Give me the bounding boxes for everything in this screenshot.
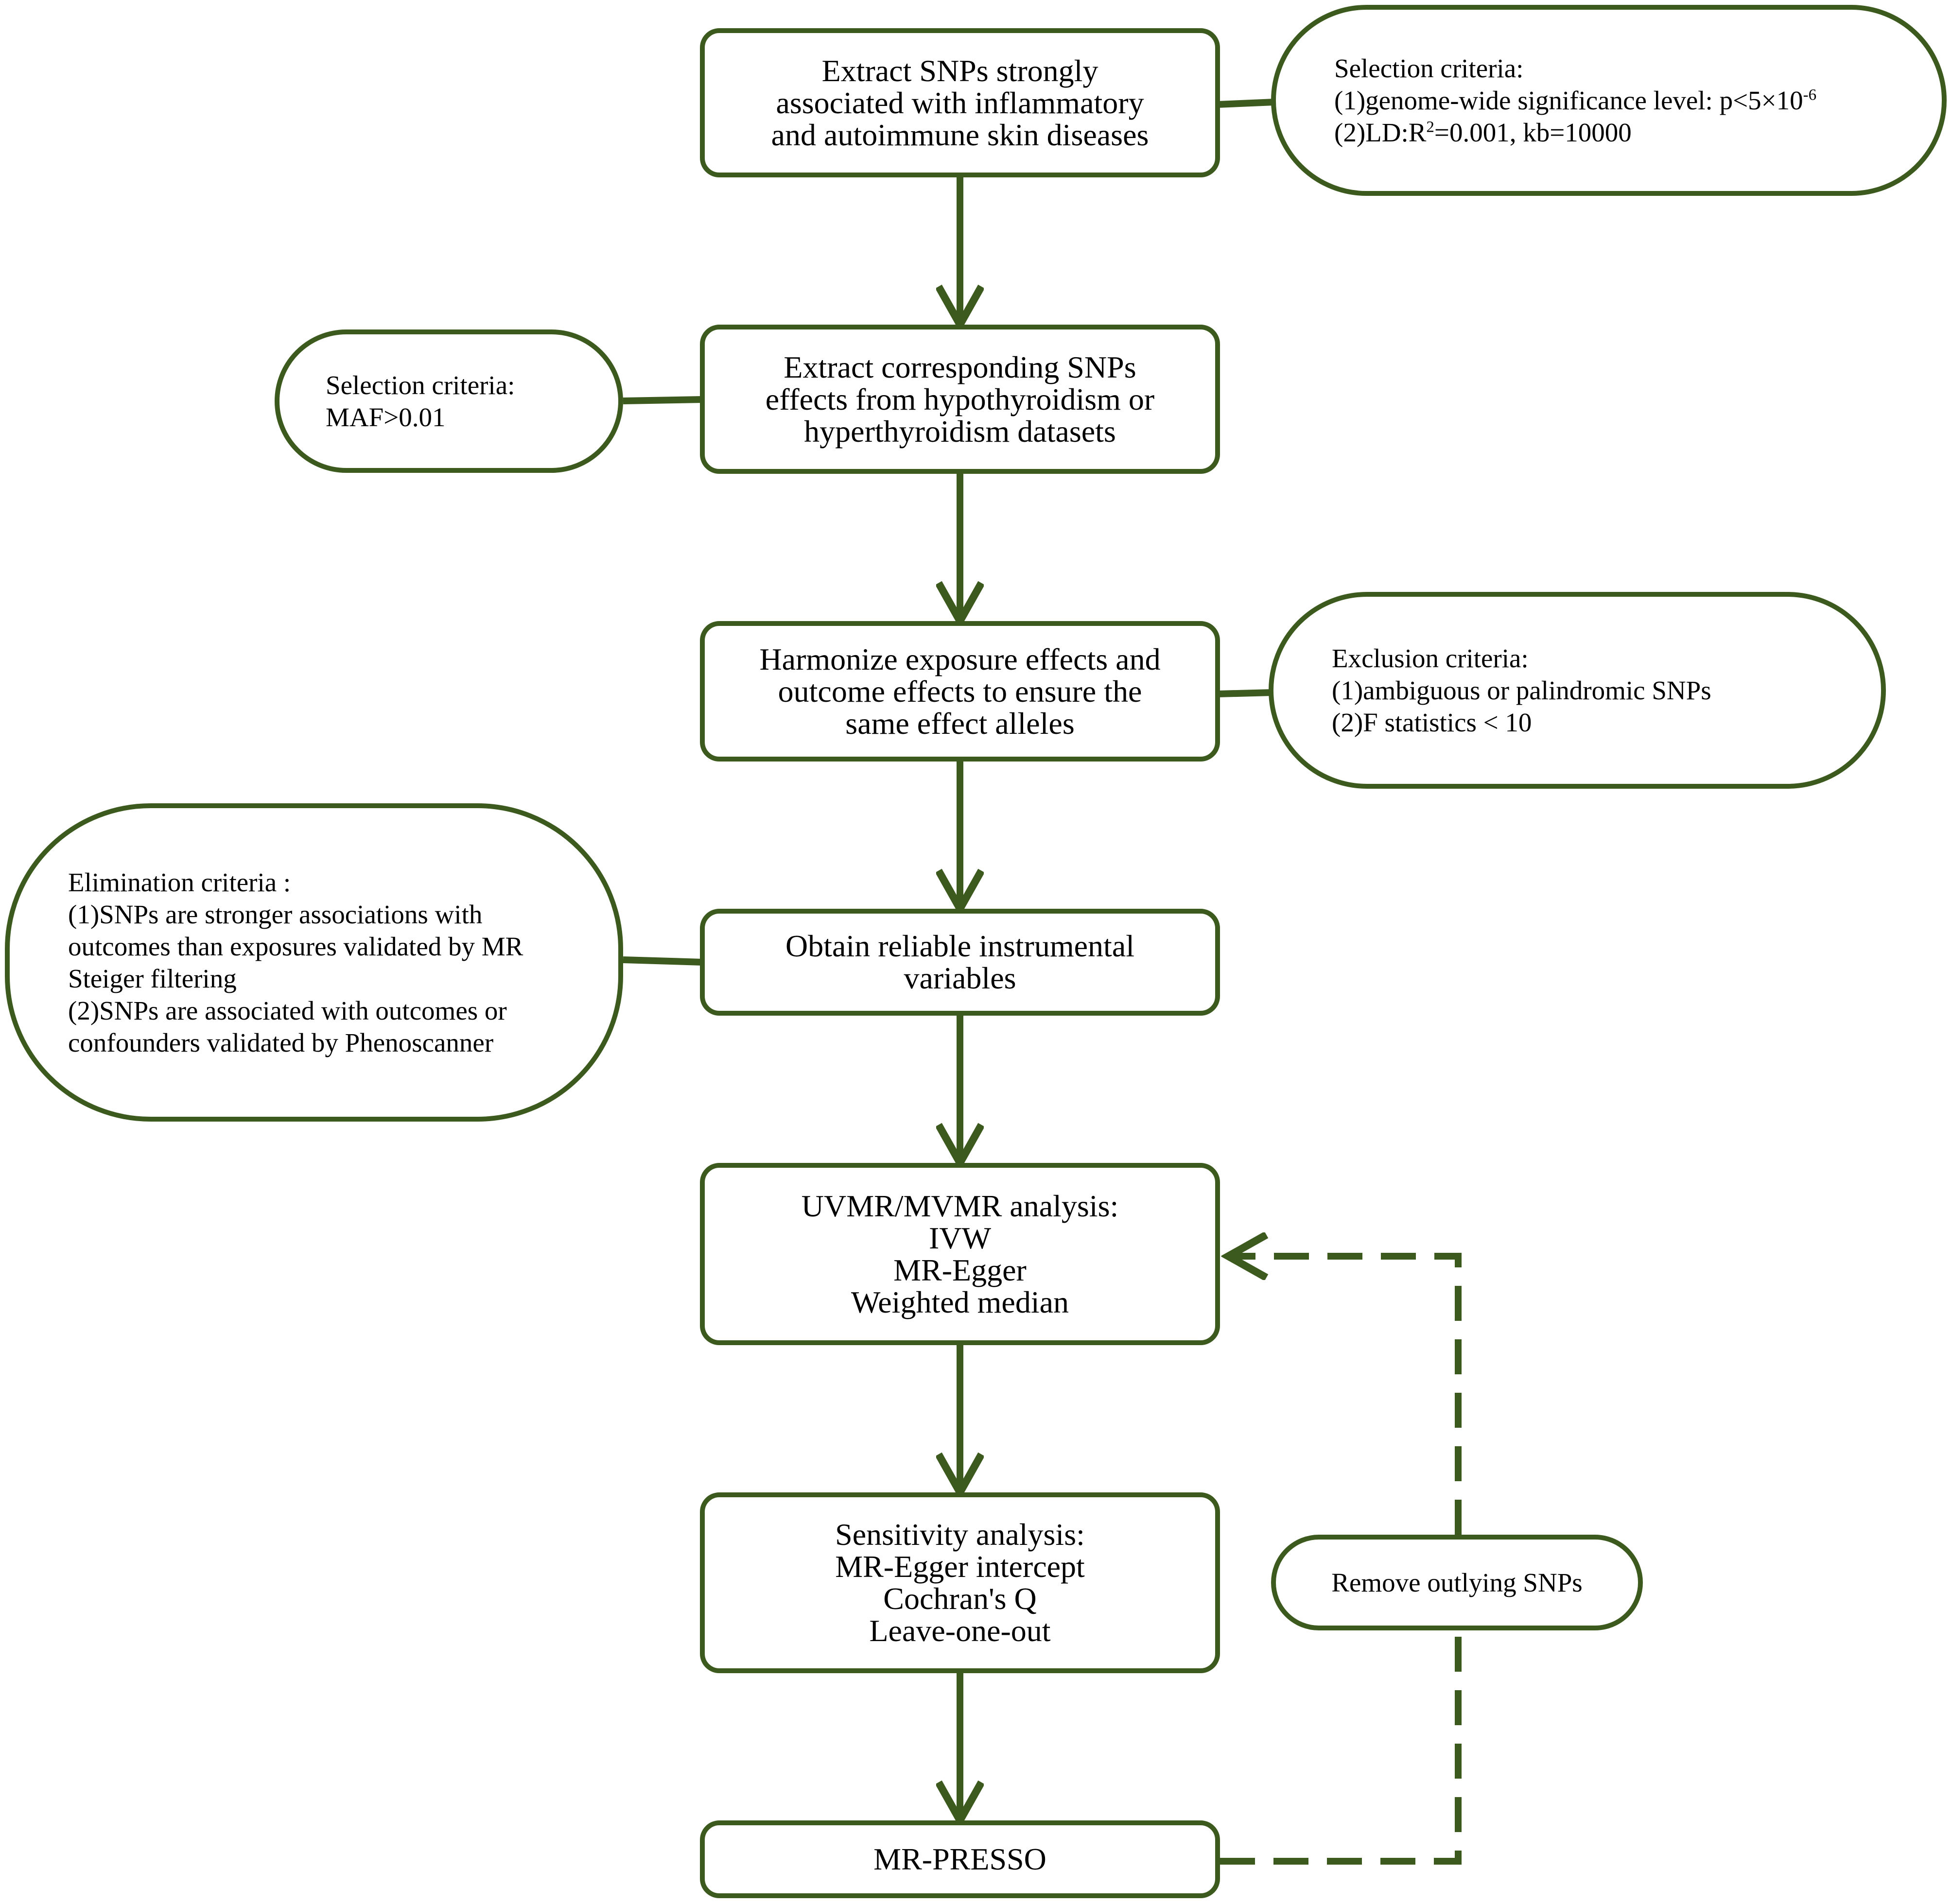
remove-outlying-snps-label: Remove outlying SNPs bbox=[1331, 1567, 1583, 1597]
step-obtain-instruments: Obtain reliable instrumental variables bbox=[700, 909, 1220, 1016]
step-uvmr-line-4: Weighted median bbox=[851, 1284, 1069, 1319]
criteria-exclusion: Exclusion criteria: (1)ambiguous or pali… bbox=[1269, 592, 1886, 789]
step-extract-snps: Extract SNPs strongly associated with in… bbox=[700, 28, 1220, 177]
criteria-elimination-line-2: outcomes than exposures validated by MR bbox=[68, 931, 523, 961]
step-uvmr-mvmr-analysis: UVMR/MVMR analysis: IVW MR-Egger Weighte… bbox=[700, 1163, 1220, 1345]
step-sensitivity-line-2: MR-Egger intercept bbox=[835, 1549, 1085, 1584]
step-harmonize-line-2: outcome effects to ensure the bbox=[778, 674, 1142, 709]
criteria-elimination-line-3: Steiger filtering bbox=[68, 963, 237, 993]
step-harmonize-line-3: same effect alleles bbox=[845, 706, 1075, 741]
step-harmonize-line-1: Harmonize exposure effects and bbox=[759, 641, 1161, 676]
step-obtain-instruments-line-1: Obtain reliable instrumental bbox=[785, 929, 1134, 963]
step-uvmr-line-1: UVMR/MVMR analysis: bbox=[801, 1188, 1119, 1223]
feedback-loop-upper bbox=[1228, 1256, 1462, 1535]
step-extract-corresponding-line-3: hyperthyroidism datasets bbox=[804, 414, 1116, 449]
connector-selection2 bbox=[623, 396, 703, 404]
criteria-exclusion-line-1: (1)ambiguous or palindromic SNPs bbox=[1332, 675, 1711, 705]
step-sensitivity-line-1: Sensitivity analysis: bbox=[835, 1517, 1085, 1552]
step-mr-presso-label: MR-PRESSO bbox=[873, 1842, 1046, 1876]
criteria-selection-maf-value: MAF>0.01 bbox=[326, 402, 446, 432]
step-extract-corresponding-line-2: effects from hypothyroidism or bbox=[765, 381, 1155, 416]
criteria-selection-genome-wide-line-2: (2)LD:R2=0.001, kb=10000 bbox=[1334, 117, 1632, 147]
connector-exclusion bbox=[1217, 689, 1273, 697]
remove-outlying-snps: Remove outlying SNPs bbox=[1271, 1535, 1643, 1630]
step-sensitivity-line-4: Leave-one-out bbox=[869, 1613, 1051, 1648]
criteria-elimination: Elimination criteria : (1)SNPs are stron… bbox=[5, 803, 623, 1122]
criteria-selection-genome-wide-line-1: (1)genome-wide significance level: p<5×1… bbox=[1334, 85, 1817, 115]
step-extract-corresponding-line-1: Extract corresponding SNPs bbox=[784, 349, 1136, 384]
connector-selection1 bbox=[1217, 99, 1275, 108]
step-extract-snps-line-2: associated with inflammatory bbox=[776, 85, 1144, 120]
step-sensitivity-line-3: Cochran's Q bbox=[883, 1581, 1037, 1616]
criteria-selection-maf-title: Selection criteria: bbox=[326, 370, 515, 400]
criteria-exclusion-line-2: (2)F statistics < 10 bbox=[1332, 707, 1532, 737]
criteria-selection-maf: Selection criteria: MAF>0.01 bbox=[275, 329, 623, 473]
criteria-selection-genome-wide-title: Selection criteria: bbox=[1334, 53, 1524, 83]
step-extract-snps-line-1: Extract SNPs strongly bbox=[821, 53, 1098, 88]
connector-elimination bbox=[623, 956, 703, 966]
step-extract-snps-line-3: and autoimmune skin diseases bbox=[771, 117, 1149, 152]
feedback-loop-lower bbox=[1220, 1630, 1462, 1865]
criteria-elimination-line-5: confounders validated by Phenoscanner bbox=[68, 1027, 494, 1057]
criteria-exclusion-title: Exclusion criteria: bbox=[1332, 643, 1529, 673]
step-extract-corresponding: Extract corresponding SNPs effects from … bbox=[700, 325, 1220, 474]
criteria-elimination-title: Elimination criteria : bbox=[68, 867, 291, 897]
criteria-elimination-line-1: (1)SNPs are stronger associations with bbox=[68, 899, 483, 929]
step-harmonize: Harmonize exposure effects and outcome e… bbox=[700, 621, 1220, 762]
step-uvmr-line-2: IVW bbox=[929, 1220, 991, 1255]
criteria-elimination-line-4: (2)SNPs are associated with outcomes or bbox=[68, 995, 507, 1025]
step-mr-presso: MR-PRESSO bbox=[700, 1820, 1220, 1898]
criteria-selection-genome-wide: Selection criteria: (1)genome-wide signi… bbox=[1271, 5, 1947, 196]
step-sensitivity-analysis: Sensitivity analysis: MR-Egger intercept… bbox=[700, 1492, 1220, 1673]
step-obtain-instruments-line-2: variables bbox=[904, 961, 1016, 995]
step-uvmr-line-3: MR-Egger bbox=[893, 1252, 1027, 1287]
